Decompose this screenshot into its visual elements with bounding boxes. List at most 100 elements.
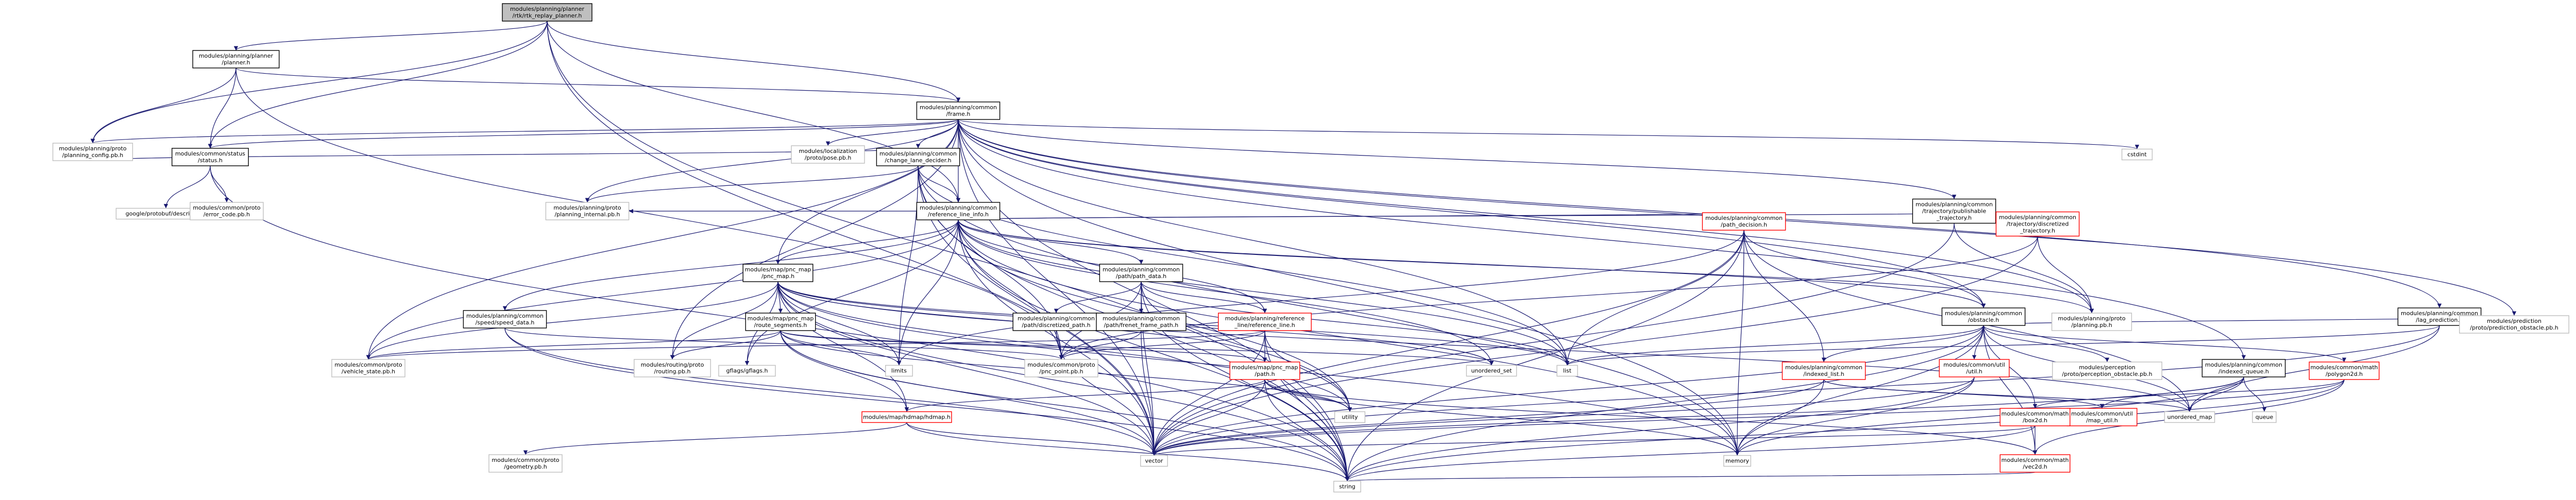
edge-box2d-to-string (1345, 425, 2036, 481)
node-box2d[interactable]: modules/common/math/box2d.h (1999, 408, 2071, 426)
node-label: _trajectory.h (2020, 228, 2055, 234)
node-localization-pose[interactable]: modules/localization/proto/pose.pb.h (791, 145, 865, 164)
node-cstdint[interactable]: cstdint (2121, 148, 2153, 161)
node-planner-h[interactable]: modules/planning/planner/planner.h (192, 50, 280, 68)
node-ref-line-info[interactable]: modules/planning/common/reference_line_i… (916, 202, 1001, 220)
node-unordered-set[interactable]: unordered_set (1466, 365, 1517, 377)
node-change-lane[interactable]: modules/planning/common/change_lane_deci… (876, 148, 960, 166)
edge-line (1151, 230, 1744, 456)
edge-layer (90, 21, 2517, 482)
node-label: gflags/gflags.h (726, 368, 768, 374)
edge-obstacle_h-to-list (1565, 325, 1984, 366)
node-vehicle-state[interactable]: modules/common/proto/vehicle_state.pb.h (331, 359, 405, 377)
node-planning-internal[interactable]: modules/planning/proto/planning_internal… (545, 202, 630, 220)
edge-line (780, 330, 1350, 481)
node-planning-config[interactable]: modules/planning/proto/planning_config.p… (52, 143, 133, 161)
edge-line (777, 281, 909, 412)
node-label: modules/common/util (1943, 361, 2005, 368)
node-speed-data[interactable]: modules/planning/common/speed/speed_data… (463, 310, 547, 329)
edge-line (1983, 325, 2110, 363)
node-label: memory (1725, 458, 1749, 464)
node-label: modules/common/util (2071, 410, 2133, 417)
edge-frame_h-to-planning_pb (958, 119, 2094, 314)
node-polygon2d[interactable]: modules/common/math/polygon2d.h (2309, 361, 2380, 380)
edge-line (958, 219, 1144, 265)
node-map-util[interactable]: modules/common/util/map_util.h (2066, 408, 2138, 426)
node-vector[interactable]: vector (1140, 455, 1168, 467)
node-queue[interactable]: queue (2252, 411, 2277, 423)
node-util-h[interactable]: modules/common/util/util.h (1939, 359, 2010, 377)
node-string[interactable]: string (1333, 480, 1361, 493)
node-geometry-pb[interactable]: modules/common/proto/geometry.pb.h (488, 454, 563, 473)
node-root[interactable]: modules/planning/planner/rtk/rtk_replay_… (502, 3, 592, 22)
node-utility[interactable]: utility (1334, 411, 1366, 423)
node-route-segments[interactable]: modules/map/pnc_map/route_segments.h (745, 313, 816, 331)
node-list[interactable]: list (1556, 365, 1578, 377)
node-indexed-queue[interactable]: modules/planning/common/indexed_queue.h (2201, 359, 2286, 377)
edge-indexed_queue-to-vector (1152, 376, 2244, 456)
edge-route_segments-to-string (780, 330, 1350, 481)
edge-ref_line_info-to-vector (958, 219, 1157, 456)
edge-line (777, 281, 1350, 481)
node-label: /change_lane_decider.h (885, 157, 951, 164)
edge-line (2032, 379, 2345, 409)
edge-line (1151, 325, 2440, 456)
node-prediction-obstacle[interactable]: modules/prediction/proto/prediction_obst… (2459, 315, 2569, 334)
edge-polygon2d-to-box2d (2032, 379, 2345, 409)
edge-line (1141, 281, 1267, 314)
edge-obstacle_h-to-string (1345, 325, 1984, 481)
node-label: modules/planning/common (1945, 310, 2022, 317)
node-label: modules/map/pnc_map (745, 266, 811, 273)
node-label: modules/planning/common (1103, 266, 1180, 273)
node-label: /obstacle.h (1968, 317, 1999, 323)
edge-line (1141, 330, 1157, 456)
edge-route_segments-to-routing_pb (670, 330, 781, 360)
node-discretized-path[interactable]: modules/planning/common/path/discretized… (1012, 313, 1100, 331)
node-path-data[interactable]: modules/planning/common/path/path_data.h (1099, 264, 1183, 282)
edge-lag_prediction-to-list (1565, 325, 2440, 366)
node-pnc-point[interactable]: modules/common/proto/pnc_point.pb.h (1024, 359, 1098, 377)
node-error-code[interactable]: modules/common/proto/error_code.pb.h (190, 202, 264, 220)
edge-line (2243, 376, 2267, 412)
edge-frame_h-to-string (958, 119, 1350, 481)
edge-line (1823, 379, 2105, 409)
edge-line (366, 219, 959, 360)
edge-line (1264, 379, 2038, 455)
node-discretized-traj[interactable]: modules/planning/common/trajectory/discr… (1995, 211, 2080, 237)
node-status-h[interactable]: modules/common/status/status.h (172, 148, 249, 166)
node-box (545, 202, 630, 220)
node-routing-pb[interactable]: modules/routing/proto/routing.pb.h (634, 359, 711, 377)
edge-ref_line_info-to-obstacle_h (958, 219, 1986, 308)
node-map-path[interactable]: modules/map/pnc_map/path.h (1229, 361, 1300, 380)
node-memory[interactable]: memory (1723, 455, 1751, 467)
node-label: /path.h (1255, 371, 1275, 377)
node-gflags[interactable]: gflags/gflags.h (718, 365, 776, 377)
node-label: /indexed_list.h (1803, 371, 1844, 377)
node-frame-h[interactable]: modules/planning/common/frame.h (916, 101, 1001, 120)
node-limits[interactable]: limits (885, 365, 913, 377)
node-label: /planning_internal.pb.h (554, 211, 620, 218)
node-unordered-map[interactable]: unordered_map (2164, 411, 2215, 423)
edge-line (1565, 325, 1984, 366)
edge-change_lane-to-planning_config (91, 148, 919, 161)
edge-line (547, 21, 961, 102)
edge-line (366, 119, 959, 360)
edge-planner_h-to-pnc_point (235, 67, 1064, 360)
node-path-decision[interactable]: modules/planning/common/path_decision.h (1702, 212, 1786, 231)
node-vec2d[interactable]: modules/common/math/vec2d.h (1999, 454, 2071, 473)
edge-line (1954, 223, 2094, 314)
node-publishable-traj[interactable]: modules/planning/common/trajectory/publi… (1912, 198, 1996, 224)
edge-line (1151, 236, 2038, 456)
node-planning-pb[interactable]: modules/planning/proto/planning.pb.h (2051, 313, 2132, 331)
node-box (916, 202, 1001, 220)
node-obstacle-h[interactable]: modules/planning/common/obstacle.h (1941, 307, 2026, 326)
node-hdmap[interactable]: modules/map/hdmap/hdmap.h (861, 411, 952, 423)
edge-ref_line_info-to-vehicle_state (366, 219, 959, 360)
node-pnc-map[interactable]: modules/map/pnc_map/pnc_map.h (742, 264, 814, 282)
node-frenet-frame-path[interactable]: modules/planning/common/path/frenet_fram… (1096, 313, 1187, 331)
edge-line (958, 219, 1350, 481)
node-ref-line[interactable]: modules/planning/reference_line/referenc… (1218, 313, 1312, 331)
node-indexed-list[interactable]: modules/planning/common/indexed_list.h (1782, 361, 1866, 380)
edge-line (1141, 281, 1352, 412)
node-perception-obstacle[interactable]: modules/perception/proto/perception_obst… (2052, 361, 2162, 380)
